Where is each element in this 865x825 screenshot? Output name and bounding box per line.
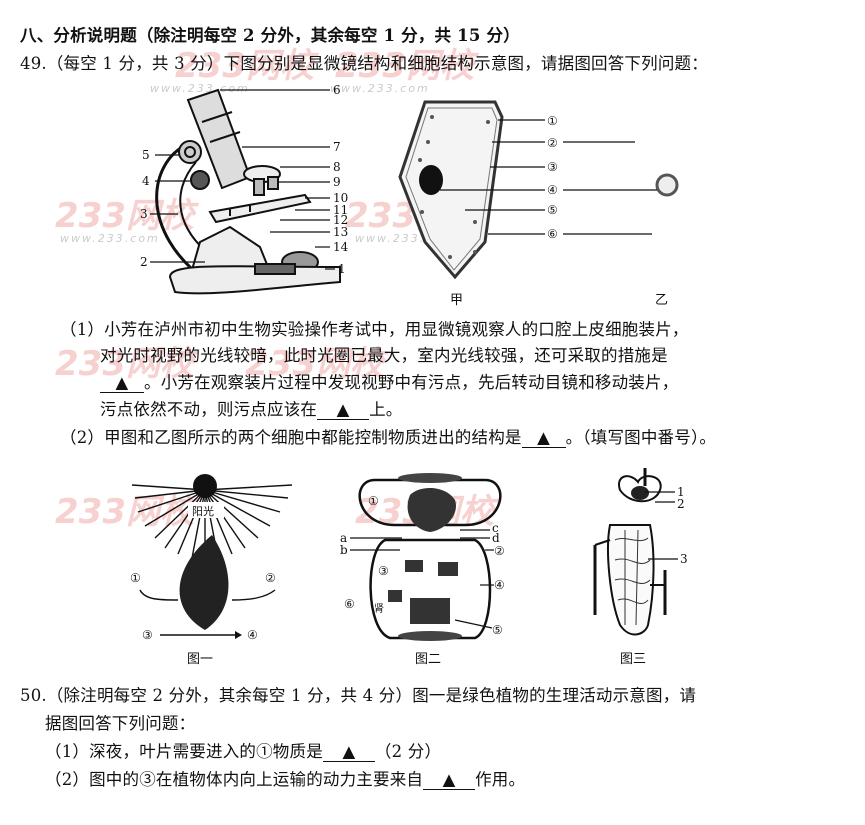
q50-p2: （2）图中的③在植物体内向上运输的动力主要来自▲作用。 [45, 766, 525, 790]
fig2-label-c: c [492, 521, 499, 535]
q50-p2-pre: （2）图中的③在植物体内向上运输的动力主要来自 [45, 770, 424, 789]
fig2-caption: 图二 [415, 652, 441, 667]
cell-label-6: ⑥ [547, 227, 558, 241]
cell-diagram: ① ② ③ ④ ⑤ ⑥ 甲 乙 [398, 100, 679, 308]
microscope-label-7: 7 [333, 140, 341, 154]
fig2-label-4: ④ [494, 578, 505, 592]
microscope-label-3: 3 [140, 207, 148, 221]
answer-blank[interactable]: ▲ [100, 374, 144, 393]
q50-p2-post: 作用。 [475, 770, 526, 789]
q49-p1-line3: ▲。小芳在观察装片过程中发现视野中有污点，先后转动目镜和移动装片， [100, 369, 678, 393]
fig3-label-3: 3 [680, 552, 688, 566]
microscope-label-11: 11 [333, 203, 348, 217]
answer-blank[interactable]: ▲ [521, 429, 566, 448]
answer-blank[interactable]: ▲ [317, 401, 370, 420]
microscope-label-13: 13 [333, 225, 348, 239]
fig3-caption: 图三 [620, 652, 646, 667]
q49-p1-line4: 污点依然不动，则污点应该在▲上。 [100, 396, 403, 420]
q50-stem-line1: 50.（除注明每空 2 分外，其余每空 1 分，共 4 分）图一是绿色植物的生理… [20, 686, 697, 705]
microscope-label-8: 8 [333, 160, 341, 174]
cell-yi-caption: 乙 [655, 293, 668, 308]
fig2-label-d: d [492, 531, 500, 545]
fig3-label-2: 2 [677, 497, 685, 511]
cell-label-4: ④ [547, 183, 558, 197]
fig2-label-a: a [340, 531, 347, 545]
fig3-label-1: 1 [677, 485, 685, 499]
cell-label-1: ① [547, 114, 558, 128]
fig2-kidney-label: 肾 [374, 603, 384, 615]
q49-p1-line4-pre: 污点依然不动，则污点应该在 [100, 400, 318, 419]
fig2-label-1: ① [368, 494, 379, 508]
answer-blank[interactable]: ▲ [322, 743, 375, 762]
figure-1-leaf-diagram: 阳光 ① ② ③ ④ 图一 [130, 474, 293, 667]
fig2-label-6: ⑥ [344, 597, 355, 611]
q50-p1-post: （2 分） [374, 742, 442, 761]
q49-p1-line2: 对光时视野的光线较暗，此时光圈已最大，室内光线较强，还可采取的措施是 [100, 346, 668, 365]
fig1-caption: 图一 [187, 652, 213, 667]
fig2-label-5: ⑤ [492, 623, 503, 637]
q49-p1-line3-text: 。小芳在观察装片过程中发现视野中有污点，先后转动目镜和移动装片， [144, 373, 679, 392]
q50-stem-line2: 据图回答下列问题： [45, 714, 196, 733]
section-title: 八、分析说明题（除注明每空 2 分外，其余每空 1 分，共 15 分） [20, 26, 520, 45]
microscope-label-5: 5 [142, 148, 150, 162]
microscope-label-1: 1 [338, 262, 346, 276]
q49-p1-line4-post: 上。 [369, 400, 403, 419]
figure-2-circulation-diagram: a b c d ① ② ③ ④ ⑤ ⑥ 肾 图二 [340, 473, 505, 667]
q49-p1-line1: （1）小芳在泸州市初中生物实验操作考试中，用显微镜观察人的口腔上皮细胞装片， [60, 320, 689, 339]
microscope-label-6: 6 [333, 83, 341, 97]
q49-p2: （2）甲图和乙图所示的两个细胞中都能控制物质进出的结构是▲。（填写图中番号）。 [60, 424, 716, 448]
q49-stem: 49.（每空 1 分，共 3 分）下图分别是显微镜结构和细胞结构示意图，请据图回… [20, 54, 708, 73]
microscope-label-9: 9 [333, 175, 341, 189]
fig2-label-2: ② [494, 544, 505, 558]
q49-p2-post: 。（填写图中番号）。 [565, 428, 717, 447]
cell-jia-caption: 甲 [450, 293, 463, 308]
cell-label-2: ② [547, 136, 558, 150]
fig1-label-1: ① [130, 571, 141, 585]
sun-label: 阳光 [192, 504, 214, 518]
fig2-label-b: b [340, 543, 348, 557]
cell-label-5: ⑤ [547, 203, 558, 217]
microscope-label-12: 12 [333, 213, 348, 227]
q50-p1-pre: （1）深夜，叶片需要进入的①物质是 [45, 742, 323, 761]
microscope-label-2: 2 [140, 255, 148, 269]
microscope-diagram: 6 7 8 9 10 11 12 13 14 1 5 4 3 2 [140, 83, 349, 295]
answer-blank[interactable]: ▲ [423, 771, 476, 790]
q49-p2-pre: （2）甲图和乙图所示的两个细胞中都能控制物质进出的结构是 [60, 428, 522, 447]
fig1-label-2: ② [265, 571, 276, 585]
fig1-label-4: ④ [247, 628, 258, 642]
fig2-label-3: ③ [378, 564, 389, 578]
microscope-label-4: 4 [142, 174, 150, 188]
q50-p1: （1）深夜，叶片需要进入的①物质是▲（2 分） [45, 738, 441, 762]
microscope-label-14: 14 [333, 240, 349, 254]
microscope-label-10: 10 [333, 191, 348, 205]
figure-3-nephron-diagram: 1 2 3 图三 [593, 468, 688, 667]
cell-label-3: ③ [547, 160, 558, 174]
fig1-label-3: ③ [142, 628, 153, 642]
